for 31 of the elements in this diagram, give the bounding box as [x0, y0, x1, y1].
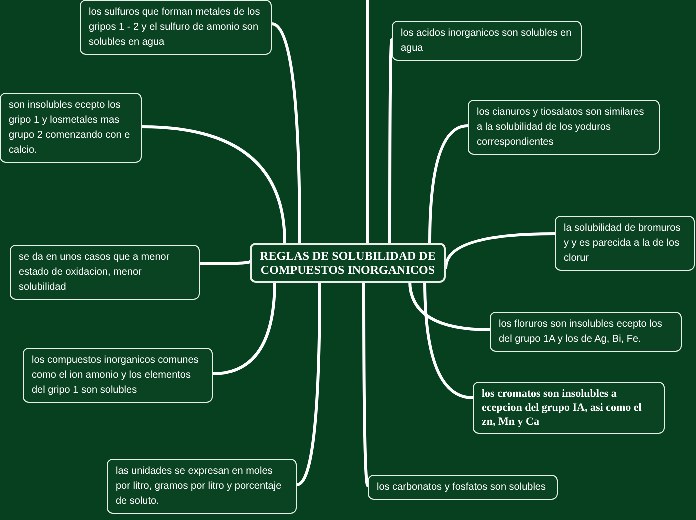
topic-box: [392, 21, 582, 61]
topic-box: [10, 245, 200, 300]
central-topic-text: REGLAS DE SOLUBILIDAD DE COMPUESTOS INORGANICOS: [260, 249, 436, 277]
topic-text: los sulfuros que forman metales de los gripos 1 - 2 y el sulfuro de amonio son solubles en agua: [89, 6, 262, 50]
topic-box: [468, 100, 660, 155]
connector: [428, 124, 470, 244]
topic-box: [23, 348, 213, 403]
connector: [366, 0, 370, 244]
connector: [444, 232, 556, 270]
connector: [388, 38, 394, 244]
central-topic-box: [250, 243, 446, 283]
topic-box: [490, 312, 682, 352]
connector: [270, 22, 302, 244]
topic-box: [0, 93, 142, 163]
topic-box: [80, 0, 272, 55]
topic-text: los compuestos inorganicos comunes como el ion amonio y los elementos del gripo 1 son solubles: [32, 354, 200, 398]
connector: [198, 260, 252, 266]
topic-text: se da en unos casos que a menor estado de oxidacion, menor solubilidad: [19, 251, 171, 295]
topic-text: las unidades se expresan en moles por litro, gramos por litro y porcentaje de soluto.: [116, 465, 283, 509]
topic-text: los floruros son insolubles ecepto los del grupo 1A y los de Ag, Bi, Fe.: [499, 318, 664, 347]
topic-text: los cianuros y tiosalatos son similares a la solubilidad de los yoduros correspondientes: [477, 106, 646, 150]
topic-text: la solubilidad de bromuros y y es parecida a la de los clorur: [564, 222, 682, 266]
topic-text: los cromatos son insolubles a ecepcion del grupo IA, asi como el zn, Mn y Ca: [482, 387, 643, 429]
topic-box: [555, 216, 695, 271]
topic-text: son insolubles ecepto los gripo 1 y losmetales mas grupo 2 comenzando con e calcio.: [9, 99, 132, 158]
topic-box: [107, 459, 297, 514]
topic-box: [473, 382, 665, 434]
connector: [140, 126, 286, 244]
topic-text: los acidos inorganicos son solubles en agua: [401, 27, 573, 56]
topic-box: [368, 475, 558, 500]
topic-text: los carbonatos y fosfatos son solubles: [377, 481, 547, 495]
